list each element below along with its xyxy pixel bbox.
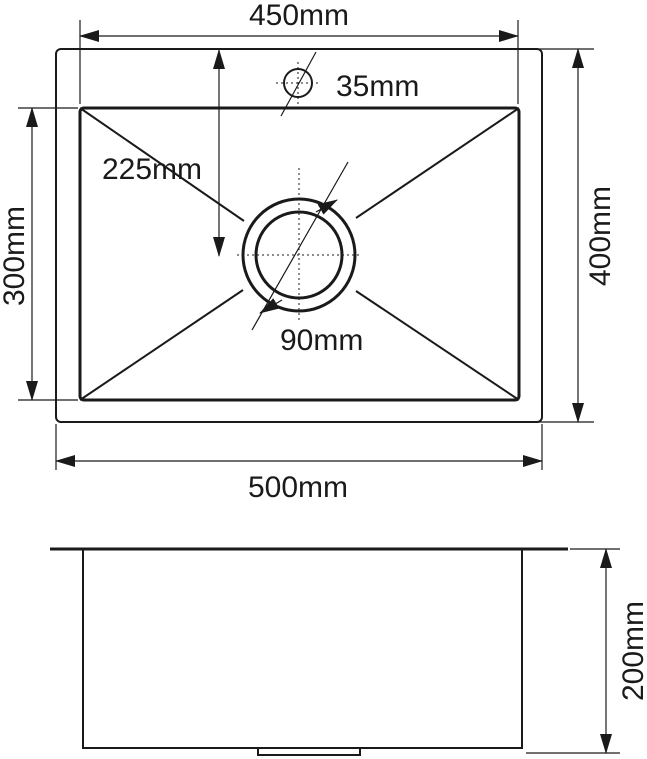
side-view xyxy=(50,547,568,756)
dimension-bowl-depth: 300mm xyxy=(0,107,78,401)
height-label: 200mm xyxy=(617,601,647,701)
tap-hole xyxy=(276,51,320,117)
bowl-slope-lines xyxy=(79,107,520,401)
side-view-drain xyxy=(257,748,361,756)
dimension-height: 200mm xyxy=(526,548,647,754)
outer-depth-label: 400mm xyxy=(584,186,617,286)
dimension-drain-diameter: 90mm xyxy=(251,161,363,357)
bowl-depth-label: 300mm xyxy=(0,206,31,306)
sink-outer-rim xyxy=(55,48,543,423)
outer-width-label: 500mm xyxy=(248,471,348,504)
top-width-label: 450mm xyxy=(249,0,349,32)
dimension-outer-width: 500mm xyxy=(55,424,543,504)
dimension-top-width: 450mm xyxy=(79,0,519,104)
drain xyxy=(237,168,362,322)
dimension-drain-offset: 225mm xyxy=(102,49,225,257)
sink-inner-bowl xyxy=(78,106,521,402)
top-view xyxy=(55,48,543,423)
side-view-bowl xyxy=(82,548,523,749)
drain-offset-label: 225mm xyxy=(102,153,202,186)
dimension-outer-depth: 400mm xyxy=(526,48,617,423)
tap-hole-label: 35mm xyxy=(336,70,419,103)
drain-diameter-label: 90mm xyxy=(280,324,363,357)
